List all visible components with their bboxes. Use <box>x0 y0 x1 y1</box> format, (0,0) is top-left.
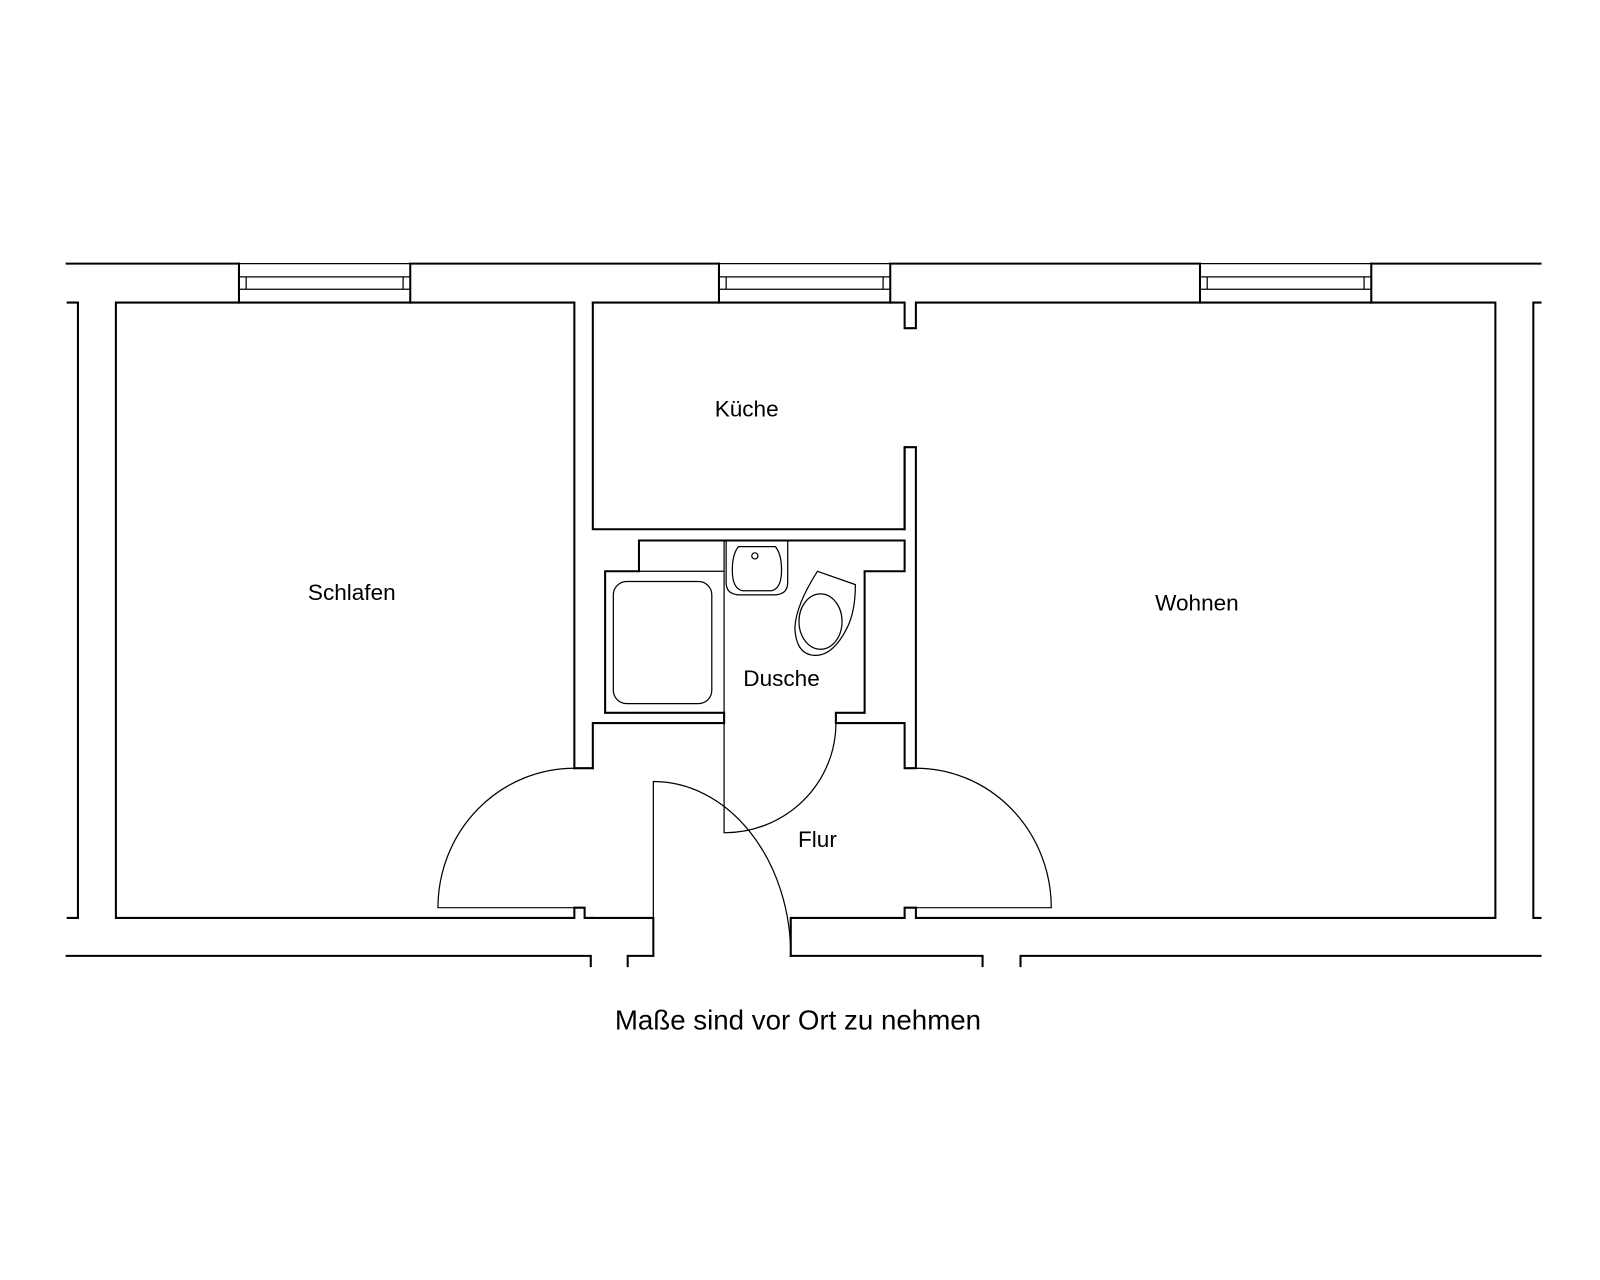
room-walls <box>114 301 1497 957</box>
door-dusche <box>723 723 837 834</box>
window-left <box>237 262 412 304</box>
room-label-dusche: Dusche <box>743 666 819 691</box>
doors <box>437 723 1052 956</box>
measurement-note: Maße sind vor Ort zu nehmen <box>615 1005 981 1036</box>
sink <box>725 540 789 596</box>
room-label-wohnen: Wohnen <box>1155 590 1239 615</box>
toilet <box>794 570 857 657</box>
side-walls <box>66 301 1542 919</box>
room-label-kueche: Küche <box>715 396 779 421</box>
room-label-flur: Flur <box>798 827 837 852</box>
door-wohnen <box>915 767 1052 909</box>
window-middle <box>717 262 892 304</box>
shower <box>612 540 725 713</box>
door-schlafen <box>437 767 575 909</box>
window-right <box>1198 262 1373 304</box>
room-label-schlafen: Schlafen <box>308 580 396 605</box>
exterior-wall-bottom <box>65 954 1542 968</box>
door-entrance <box>652 780 792 956</box>
